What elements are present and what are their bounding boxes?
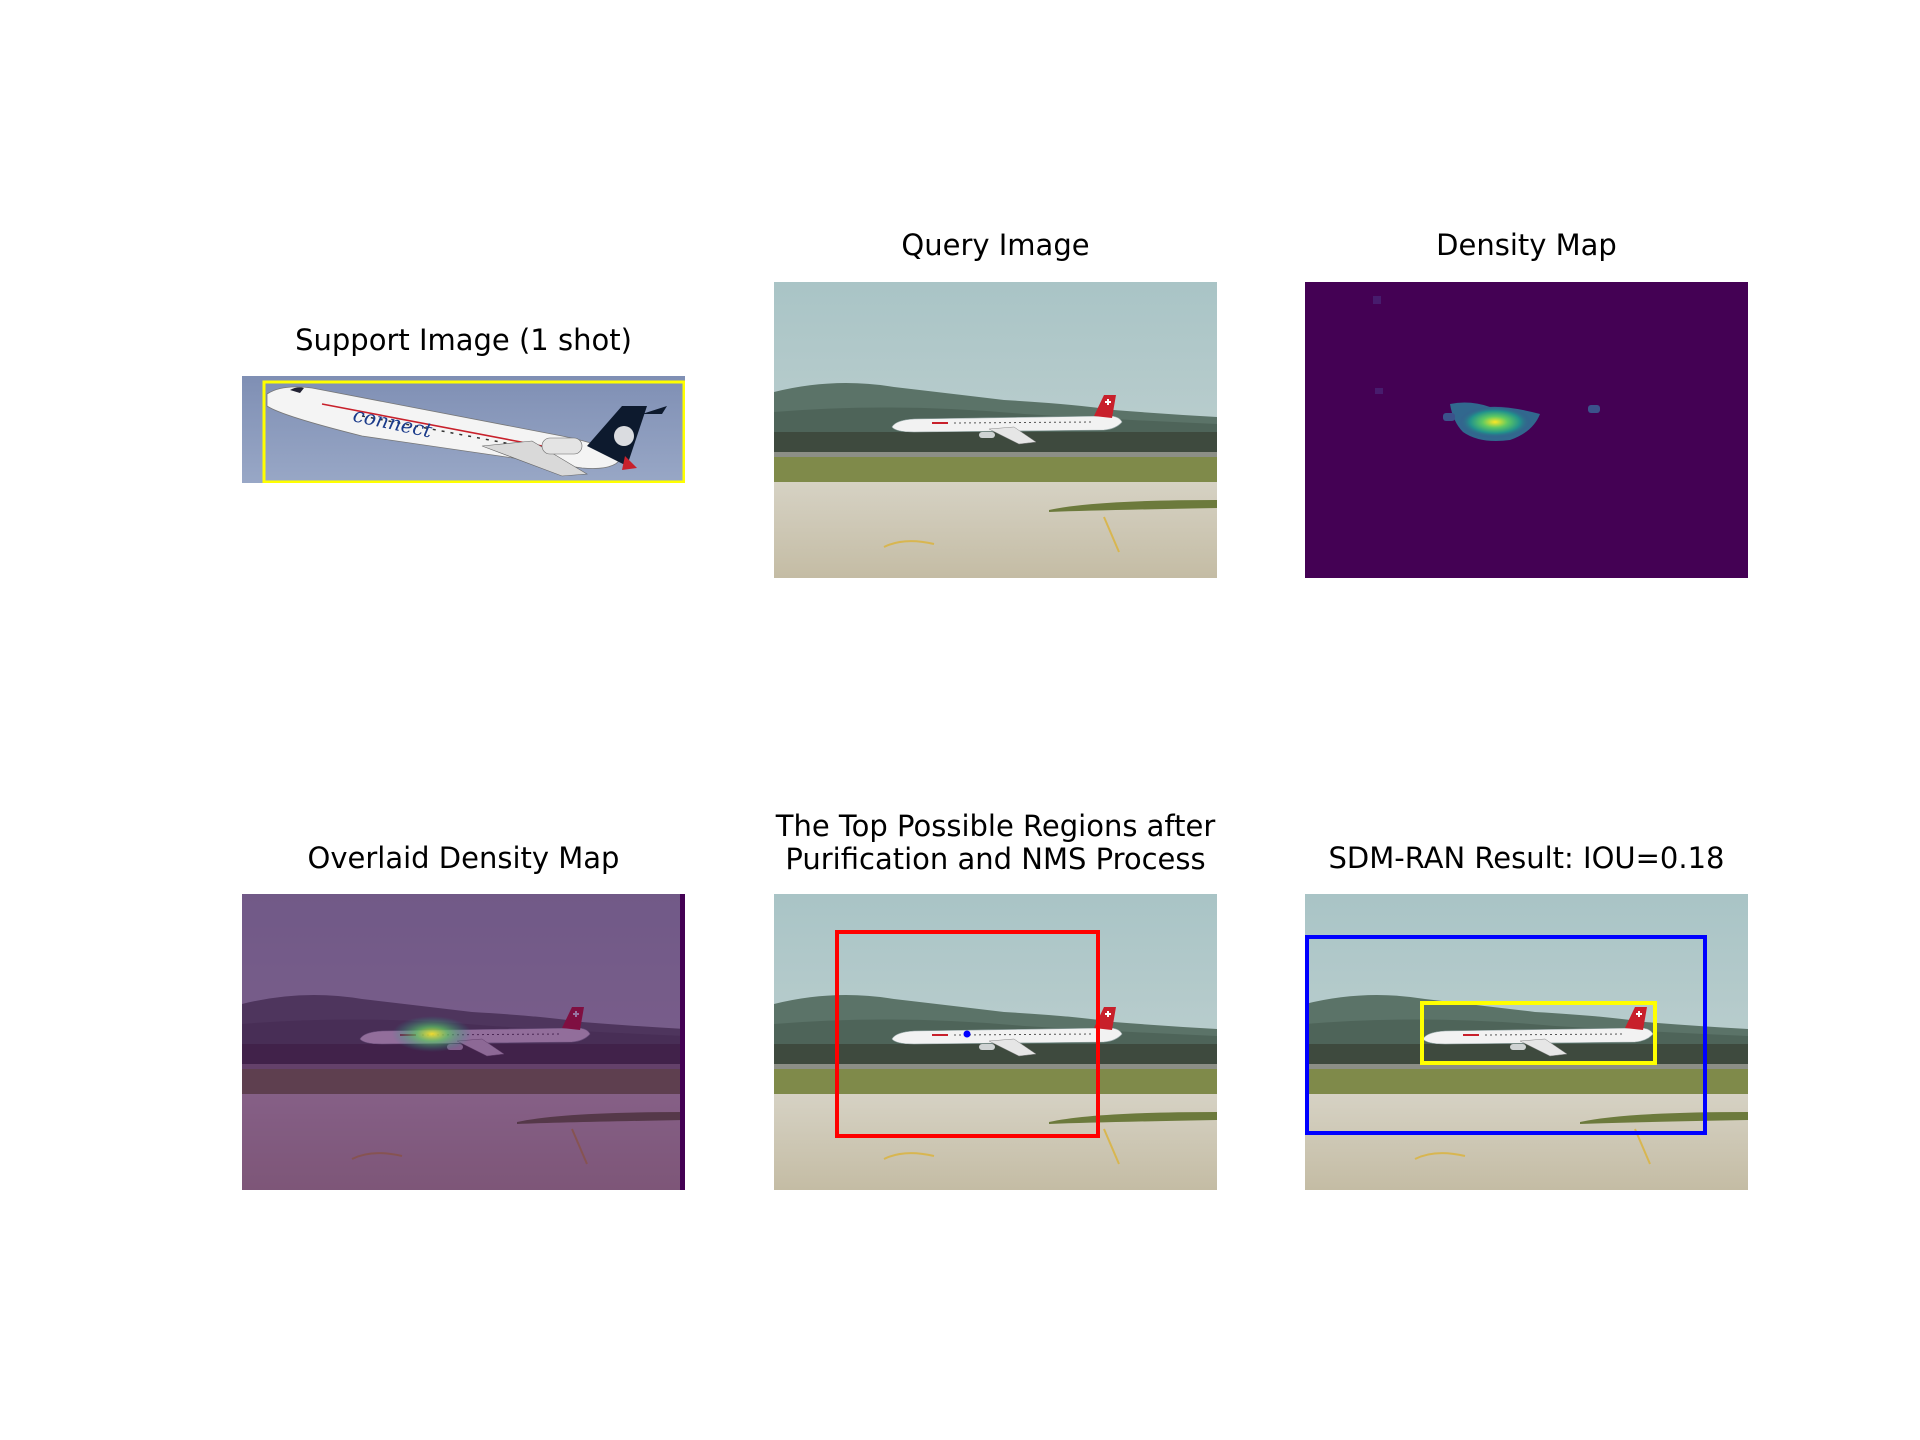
- overlaid-density-map: [242, 894, 685, 1190]
- top-regions-image: [774, 894, 1217, 1190]
- ground-truth-box: [1420, 1001, 1657, 1065]
- region-center-marker: [963, 1030, 971, 1038]
- panel-title-density: Density Map: [1436, 228, 1617, 262]
- panel-title-support: Support Image (1 shot): [295, 323, 632, 357]
- result-image: [1305, 894, 1748, 1190]
- query-image: [774, 282, 1217, 578]
- candidate-region-box: [835, 930, 1100, 1138]
- predicted-box: [1305, 935, 1707, 1135]
- panel-title-regions: The Top Possible Regions after Purificat…: [775, 809, 1216, 876]
- density-map: [1305, 282, 1748, 578]
- panel-title-query: Query Image: [901, 228, 1090, 262]
- panel-title-result: SDM-RAN Result: IOU=0.18: [1328, 841, 1725, 875]
- support-image: connect: [242, 376, 685, 483]
- panel-title-overlaid: Overlaid Density Map: [307, 841, 620, 875]
- exemplar-box: [262, 380, 685, 483]
